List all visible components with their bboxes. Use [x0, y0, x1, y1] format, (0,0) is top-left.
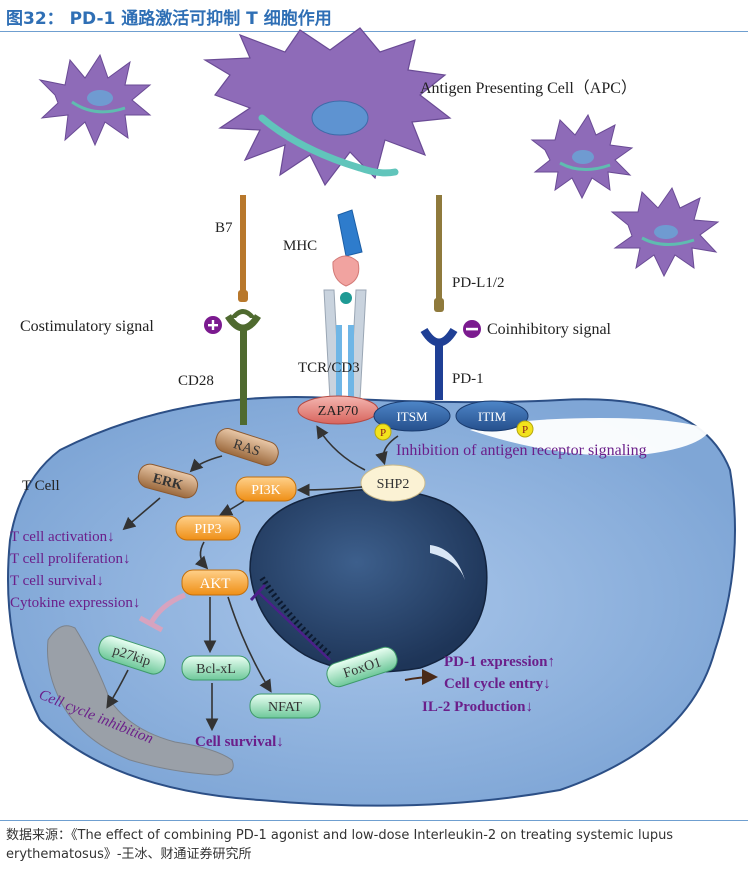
pd1-label: PD-1	[452, 371, 484, 387]
cd28-receptor	[225, 309, 261, 425]
outcome-left-4: Cytokine expression↓	[10, 595, 140, 611]
outcome-left-2: T cell proliferation↓	[10, 551, 131, 567]
phosphate-label-itim: P	[522, 424, 528, 436]
pip3-label: PIP3	[194, 522, 221, 537]
cell-survival-label: Cell survival↓	[195, 734, 284, 750]
nucleus	[249, 488, 488, 673]
chromatin	[259, 576, 332, 658]
shp2-node	[360, 464, 426, 502]
outcome-left-1: T cell activation↓	[10, 529, 115, 545]
signaling-arrows	[106, 425, 399, 732]
er-band	[47, 625, 234, 776]
phosphate-icon-itim	[516, 420, 534, 438]
antigen-peptide	[332, 255, 360, 304]
nfat-node	[249, 693, 321, 719]
small-apc-cell-right-bottom	[610, 186, 720, 278]
pdl-label: PD-L1/2	[452, 275, 505, 291]
mhc-label: MHC	[283, 238, 317, 254]
arrow-erk-to-outcomes	[122, 497, 161, 531]
erk-node: ERK	[137, 463, 199, 499]
zap70-label: ZAP70	[318, 404, 358, 419]
apc-label: Antigen Presenting Cell（APC）	[420, 79, 637, 97]
pi3k-label: PI3K	[251, 483, 281, 498]
minus-icon	[463, 320, 481, 338]
costimulatory-signal-label: Costimulatory signal	[20, 318, 154, 335]
source-note: 数据来源：《The effect of combining PD-1 agoni…	[6, 828, 674, 862]
tcr-cd3-receptor	[323, 289, 367, 403]
tcr-cd3-label: TCR/CD3	[298, 360, 360, 376]
cd28-label: CD28	[178, 373, 214, 389]
inhibition-bar-akt-foxo1	[249, 583, 331, 661]
bclxl-label: Bcl-xL	[196, 662, 236, 677]
arrow-p27kip-to-cellcycle	[106, 669, 129, 709]
outcome-right-1: PD-1 expression↑	[444, 654, 555, 670]
outcome-right-3: IL-2 Production↓	[422, 699, 533, 715]
itim-label: ITIM	[478, 409, 507, 424]
arrow-ras-to-erk	[189, 455, 223, 473]
figure-title: 图32： PD-1 通路激活可抑制 T 细胞作用	[6, 9, 332, 29]
pi3k-node	[235, 476, 297, 502]
arrow-itsm-to-shp2	[375, 435, 399, 466]
outcomes-left: T cell activation↓ T cell proliferation↓…	[10, 529, 140, 611]
title-rule	[0, 31, 748, 32]
arrow-shp2-to-zap70	[316, 425, 366, 471]
arrow-pip3-to-akt	[194, 541, 209, 570]
small-apc-cell-right-top	[530, 113, 634, 200]
b7-ligand	[238, 195, 248, 302]
bclxl-node	[181, 655, 251, 681]
nucleus-highlight	[430, 545, 465, 580]
phosphate-label-itsm: P	[380, 427, 386, 439]
b7-label: B7	[215, 220, 233, 236]
foxo1-node: FoxO1	[326, 646, 398, 688]
akt-label: AKT	[200, 576, 231, 592]
itsm-label: ITSM	[396, 409, 428, 424]
outcome-right-2: Cell cycle entry↓	[444, 676, 551, 692]
pd1-pathway-diagram: Antigen Presenting Cell（APC） T Cell B7 C…	[7, 27, 736, 807]
mhc-ligand	[337, 209, 363, 257]
outcomes-right: PD-1 expression↑ Cell cycle entry↓ IL-2 …	[422, 654, 555, 715]
arrow-foxo1-to-outcomes	[404, 669, 438, 686]
inhibition-akt-p27kip	[138, 592, 186, 633]
apc-main-cell	[202, 27, 452, 187]
shp2-label: SHP2	[377, 477, 410, 492]
itim-node	[455, 400, 529, 432]
pip3-node	[175, 515, 241, 541]
arrow-shp2-to-pi3k	[296, 483, 363, 497]
pd1-receptor	[420, 327, 458, 400]
plus-icon	[204, 316, 222, 334]
outcome-left-3: T cell survival↓	[10, 573, 104, 589]
coinhibitory-signal-label: Coinhibitory signal	[487, 321, 612, 338]
source-rule	[0, 820, 748, 821]
itsm-node	[373, 400, 451, 432]
inhibition-text: Inhibition of antigen receptor signaling	[396, 442, 647, 459]
pdl-ligand	[434, 195, 444, 312]
arrow-akt-to-nfat	[227, 596, 272, 693]
nfat-label: NFAT	[268, 700, 302, 715]
ras-node: RAS	[215, 428, 279, 466]
akt-node	[181, 569, 249, 596]
arrow-pi3k-to-pip3	[219, 500, 245, 516]
t-cell-label: T Cell	[22, 478, 60, 494]
small-apc-cell-left	[38, 53, 152, 147]
phosphate-icon-itsm	[374, 423, 392, 441]
